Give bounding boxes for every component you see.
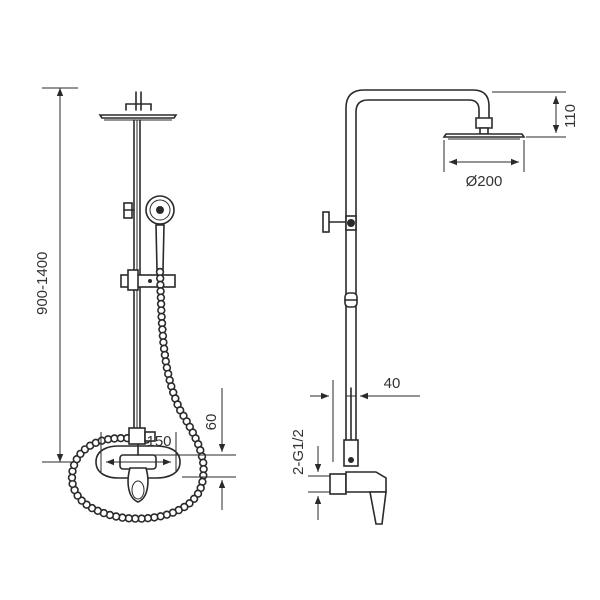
spacing-label: 150 bbox=[146, 433, 171, 450]
spacing-dimension: 150 bbox=[100, 432, 177, 472]
wall-offset-label: 40 bbox=[384, 375, 401, 392]
wall-offset-dimension: 40 bbox=[310, 375, 420, 462]
head-diameter-label: Ø200 bbox=[466, 173, 503, 190]
front-view: 900-1400 bbox=[34, 87, 236, 523]
rain-shower-head-side bbox=[442, 133, 526, 140]
side-view: 110 Ø200 bbox=[290, 89, 579, 525]
front-top-pipe bbox=[125, 91, 152, 111]
head-diameter-dimension: Ø200 bbox=[443, 140, 525, 190]
diverter-valve-side bbox=[322, 211, 357, 233]
shower-hose bbox=[67, 267, 208, 523]
offset-label: 60 bbox=[203, 414, 220, 431]
arm-drop-dimension: 110 bbox=[492, 91, 579, 138]
mixer-valve-side bbox=[329, 439, 387, 525]
height-range-label: 900-1400 bbox=[34, 252, 51, 315]
slide-holder-side bbox=[344, 292, 358, 308]
inlet-label: 2-G1/2 bbox=[290, 429, 307, 475]
mixer-valve-front bbox=[95, 443, 181, 503]
hand-shower-front bbox=[145, 195, 175, 271]
riser-connector-front bbox=[128, 427, 156, 445]
diverter-knob-front bbox=[123, 202, 135, 219]
shower-arm-side bbox=[345, 89, 493, 441]
slide-holder-front bbox=[120, 269, 176, 291]
arm-drop-label: 110 bbox=[562, 104, 579, 128]
inlet-dimension: 2-G1/2 bbox=[290, 429, 330, 520]
height-dimension: 900-1400 bbox=[34, 87, 78, 463]
rain-shower-head-front bbox=[98, 114, 178, 121]
wall-bracket-side bbox=[346, 387, 356, 441]
offset-dimension: 60 bbox=[142, 388, 236, 510]
